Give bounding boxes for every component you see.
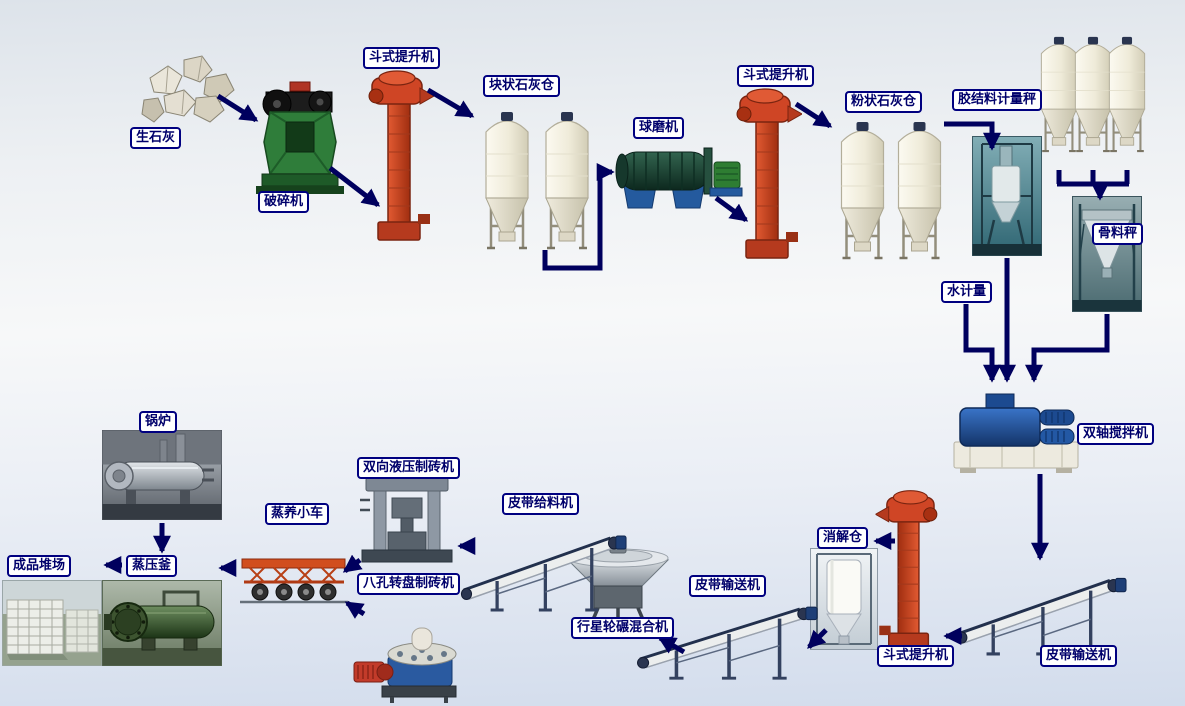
binder-metering-scale-image	[972, 136, 1042, 256]
belt-conveyor-1-image	[955, 556, 1127, 658]
label-finished-product-yard: 成品堆场	[7, 555, 72, 578]
label-aggregate-scale: 骨料秤	[1092, 223, 1144, 246]
label-twin-shaft-mixer: 双轴搅拌机	[1077, 423, 1155, 446]
label-powder-lime-silo: 粉状石灰仓	[845, 91, 923, 114]
aggregate-silos-image	[1038, 20, 1148, 178]
label-bucket-elevator-2: 斗式提升机	[737, 65, 815, 88]
label-bucket-elevator-1: 斗式提升机	[363, 47, 441, 70]
finished-product-yard-image	[2, 580, 102, 666]
label-binder-metering-scale: 胶结料计量秤	[952, 89, 1043, 112]
label-boiler: 锅炉	[139, 411, 178, 434]
aggregate-scale-image	[1072, 196, 1142, 312]
label-belt-feeder: 皮带给料机	[502, 493, 580, 516]
arrow-aggregate-scale-to-mixer	[1025, 314, 1110, 383]
label-quicklime: 生石灰	[130, 127, 182, 150]
twin-shaft-mixer-image	[950, 384, 1082, 474]
label-ball-mill: 球磨机	[633, 117, 685, 140]
label-crusher: 破碎机	[258, 191, 310, 214]
lump-lime-silo-image	[478, 110, 596, 262]
label-planetary-wheel-mill-mixer: 行星轮碾混合机	[571, 617, 675, 640]
boiler-image	[102, 430, 222, 520]
hydraulic-brick-machine-image	[358, 476, 456, 568]
arrow-rotary-machine-to-trolley	[344, 600, 366, 619]
label-rotary-brick-machine: 八孔转盘制砖机	[357, 573, 461, 596]
arrow-elevator1-to-lump-silo	[426, 87, 475, 119]
bucket-elevator-1-image	[362, 66, 434, 244]
digestion-silo-image	[810, 548, 878, 650]
label-steam-curing-trolley: 蒸养小车	[265, 503, 330, 526]
label-belt-conveyor-1: 皮带输送机	[1040, 645, 1118, 668]
jaw-crusher-image	[250, 78, 350, 196]
label-belt-conveyor-2: 皮带输送机	[689, 575, 767, 598]
steam-curing-trolley-image	[240, 546, 348, 606]
label-digestion-silo: 消解仓	[817, 527, 869, 550]
label-lump-lime-silo: 块状石灰仓	[483, 75, 561, 98]
belt-feeder-image	[460, 514, 627, 614]
powder-lime-silo-image	[836, 120, 946, 272]
label-bucket-elevator-3: 斗式提升机	[877, 645, 955, 668]
arrow-water-to-mixer	[963, 304, 1001, 383]
rotary-brick-machine-image	[352, 616, 460, 704]
quicklime-rocks-image	[138, 50, 238, 130]
bucket-elevator-3-image	[872, 486, 947, 654]
label-autoclave: 蒸压釜	[126, 555, 178, 578]
label-water-metering: 水计量	[941, 281, 993, 304]
autoclave-image	[102, 580, 222, 666]
bucket-elevator-2-image	[730, 84, 802, 262]
ball-mill-image	[612, 136, 744, 212]
label-hydraulic-brick-machine: 双向液压制砖机	[357, 457, 461, 480]
